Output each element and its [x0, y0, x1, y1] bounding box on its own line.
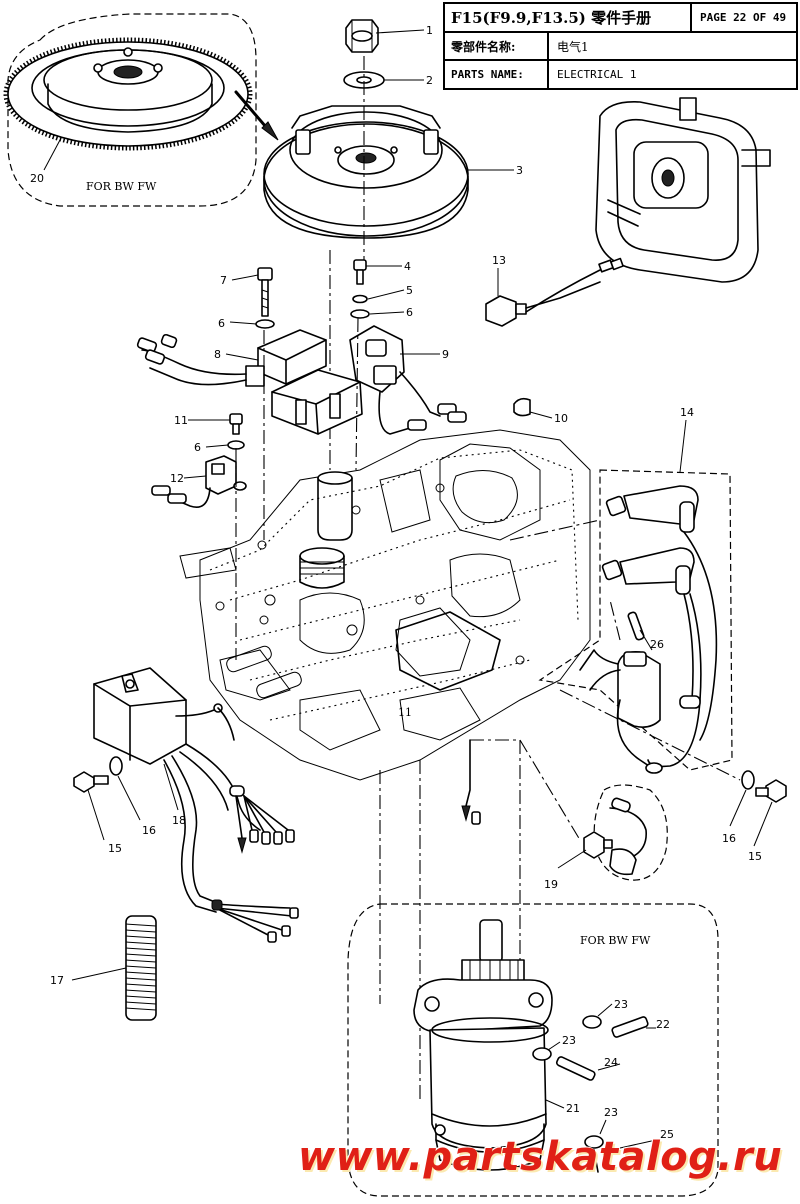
starter-motor-group — [347, 903, 719, 1197]
flywheel-nut — [345, 19, 379, 53]
wiring-harness — [163, 707, 299, 943]
callout: 23 — [604, 1106, 618, 1119]
title-block: F15(F9.9,F13.5) 零件手册 PAGE 22 OF 49 零部件名称… — [443, 2, 798, 90]
callout: 8 — [214, 348, 221, 361]
callout: 20 — [30, 172, 44, 185]
parts-name-en-value: ELECTRICAL 1 — [557, 68, 637, 81]
flywheel-ring-gear-group — [3, 13, 279, 207]
engine-block: 11 — [179, 429, 591, 781]
callout: 7 — [220, 274, 227, 287]
callout: 24 — [604, 1056, 618, 1069]
watermark: www.partskatalog.ru — [298, 1134, 783, 1180]
flywheel-variant-note: FOR BW FW — [86, 180, 157, 193]
sensor-19-group — [519, 739, 668, 881]
callout: 12 — [170, 472, 184, 485]
ground-lead — [461, 739, 481, 825]
callout: 6 — [218, 317, 225, 330]
parts-name-en-label: PARTS NAME: — [445, 61, 549, 88]
stator-coil — [271, 369, 363, 435]
callout-labels: 1 2 3 4 5 6 6 6 7 8 9 10 11 12 13 14 15 … — [30, 24, 773, 1149]
callout: 16 — [142, 824, 156, 837]
callout: 21 — [566, 1102, 580, 1115]
callout: 23 — [562, 1034, 576, 1047]
callout: 11 — [174, 414, 188, 427]
terminal-box — [595, 97, 771, 283]
washer-6a — [255, 319, 275, 329]
callout: 5 — [406, 284, 413, 297]
catalog-title: F15(F9.9,F13.5) 零件手册 — [445, 4, 692, 33]
callout: 15 — [108, 842, 122, 855]
washer-16-left — [109, 756, 123, 776]
callout: 25 — [660, 1128, 674, 1141]
washer-6c — [227, 440, 245, 450]
spiral-tube-17 — [125, 915, 157, 1021]
rubber-cap-10 — [513, 397, 531, 417]
charge-coil-9 — [349, 325, 467, 435]
bolt-15-right — [755, 779, 787, 803]
flywheel — [263, 105, 469, 239]
parts-name-cn-label: 零部件名称: — [445, 33, 549, 61]
callout: 9 — [442, 348, 449, 361]
callout: 6 — [406, 306, 413, 319]
bolt-7 — [257, 267, 273, 317]
callout: 26 — [650, 638, 664, 651]
callout: 15 — [748, 850, 762, 863]
pulser-coil-8 — [136, 329, 327, 387]
callout: 22 — [656, 1018, 670, 1031]
callout: 13 — [492, 254, 506, 267]
callout: 1 — [426, 24, 433, 37]
callout: 17 — [50, 974, 64, 987]
callout: 16 — [722, 832, 736, 845]
washer-6b — [350, 309, 370, 319]
rectifier-18 — [93, 667, 223, 765]
callout: 4 — [404, 260, 411, 273]
callout: 23 — [614, 998, 628, 1011]
oil-pressure-sensor — [485, 257, 624, 327]
callout: 14 — [680, 406, 694, 419]
callout: 6 — [194, 441, 201, 454]
bolt-4 — [353, 259, 367, 285]
callout: 19 — [544, 878, 558, 891]
bolt-15-left — [73, 771, 109, 793]
starter-variant-note: FOR BW FW — [580, 934, 651, 947]
callout: 2 — [426, 74, 433, 87]
callout: 10 — [554, 412, 568, 425]
washer-16-right — [741, 770, 755, 790]
lock-washer-5 — [352, 294, 368, 304]
bolt-11 — [229, 413, 243, 435]
ignition-coil-group — [538, 469, 733, 774]
callout: 18 — [172, 814, 186, 827]
callout: 3 — [516, 164, 523, 177]
parts-name-cn-value: 电气1 — [549, 33, 796, 61]
thermo-sensor-12 — [151, 455, 247, 508]
page-number: PAGE 22 OF 49 — [692, 4, 796, 33]
engine-marking: 11 — [398, 706, 412, 719]
